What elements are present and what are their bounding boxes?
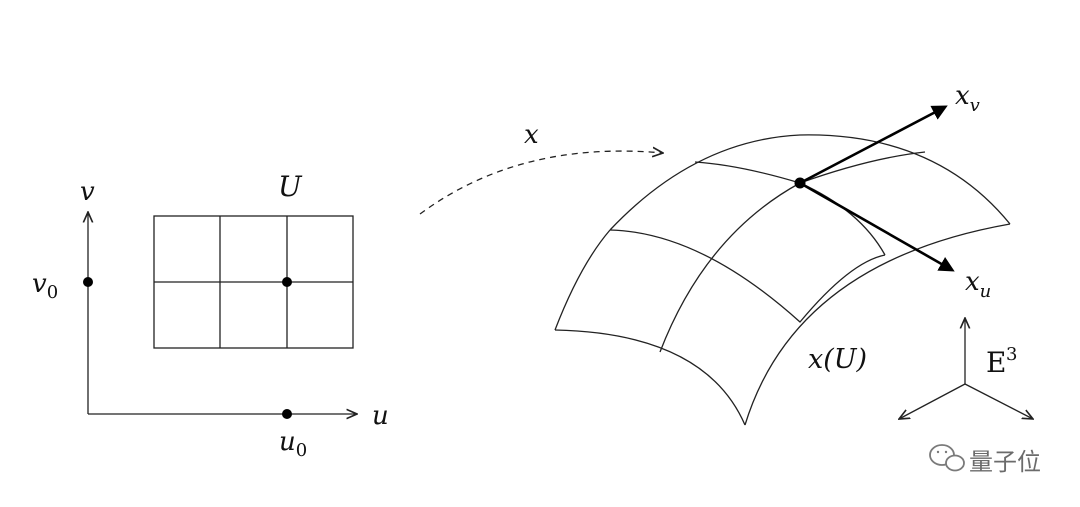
frame-axis-left <box>899 383 966 419</box>
surface-curve-v-1 <box>659 182 801 353</box>
mapping-x: x <box>419 120 663 215</box>
surface-right-edge <box>744 223 1011 426</box>
xu-label: xu <box>965 267 991 302</box>
surface-left-edge <box>554 229 611 331</box>
frame-axis-right <box>964 383 1033 419</box>
surface-top-edge <box>609 134 1011 231</box>
watermark: 量子位 <box>929 444 1041 476</box>
surface-curve-v-2 <box>799 182 886 256</box>
surface-point <box>794 177 806 189</box>
surface-bottom-edge <box>554 329 746 426</box>
v0-label: v0 <box>32 269 58 303</box>
svg-text:3: 3 <box>1006 344 1017 365</box>
surface-label: x(U) <box>808 344 867 375</box>
surface-curve-u-2 <box>609 229 886 323</box>
svg-text:E: E <box>986 346 1006 379</box>
point-u0-on-axis <box>282 409 292 419</box>
mapping-label: x <box>524 120 539 150</box>
u0-label: u0 <box>279 427 307 461</box>
parameter-domain: v u U v0 u0 <box>32 170 389 461</box>
e3-label: E 3 <box>986 344 1017 379</box>
euclidean-space-frame: E 3 <box>899 318 1033 419</box>
v-axis-label: v <box>80 177 95 207</box>
point-v0-on-axis <box>83 277 93 287</box>
mapping-arrow <box>419 151 663 215</box>
u-axis-label: u <box>372 401 389 431</box>
watermark-text: 量子位 <box>969 448 1041 476</box>
region-u-label: U <box>278 170 303 203</box>
wechat-icon <box>929 444 965 472</box>
point-u0-v0 <box>282 277 292 287</box>
surface-xu: xv xu x(U) <box>554 81 1011 426</box>
xv-label: xv <box>955 81 980 116</box>
tangent-vector-xu <box>799 181 955 272</box>
tangent-vector-xv <box>799 105 948 185</box>
